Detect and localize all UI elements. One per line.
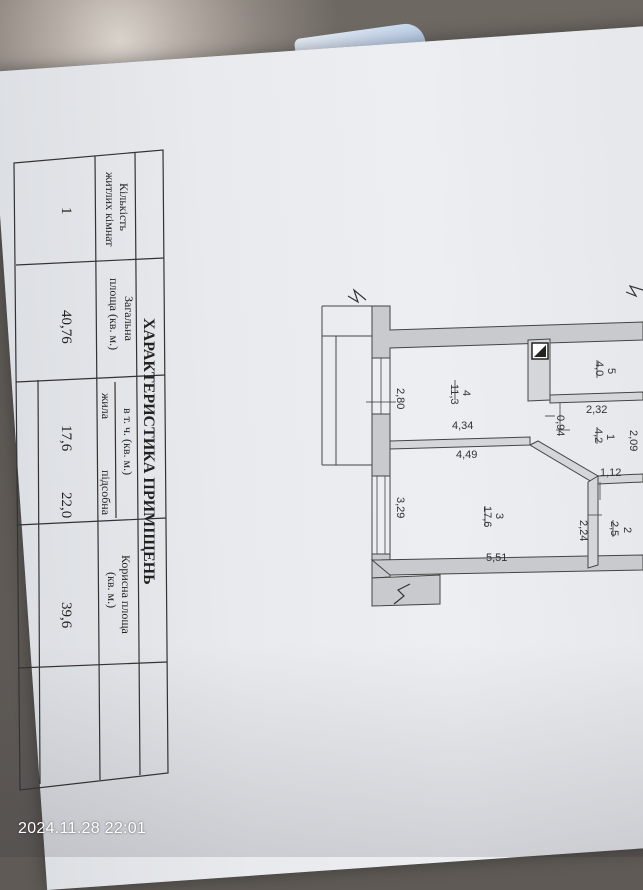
value-useful: 39,6 [58,602,74,629]
characteristics-table: ХАРАКТЕРИСТИКА ПРИМІЩЕНЬ Кількість житли… [13,149,169,791]
header-useful-2: (кв. м.) [105,572,119,608]
table-bottom-gap [37,379,41,785]
header-useful-1: Корисна площа [119,555,133,635]
photo-timestamp: 2024.11.28 22:01 [18,820,147,837]
dim-1-12: 1,12 [600,467,621,479]
header-rooms-1: Кількість [117,183,131,232]
header-living: жила [99,392,113,420]
table-rowline-4 [17,661,168,669]
table-rowline-1 [15,257,165,266]
room-3-area: 17,6 [481,506,493,527]
dim-4-49: 4,49 [456,449,477,461]
table-border [13,149,169,791]
document-content: ХАРАКТЕРИСТИКА ПРИМІЩЕНЬ Кількість житли… [13,149,643,791]
room-5-number: 5 [605,368,617,374]
dim-2-24: 2,24 [577,520,589,541]
dim-2-09: 2,09 [627,430,639,451]
floor-plan: 4 11,3 5 4,0 1 4,2 3 17,6 2 2,5 2,80 4,3… [321,284,643,607]
dim-3-29: 3,29 [394,497,406,518]
table-rowline-2 [15,374,166,383]
table-incl-line [114,381,117,519]
header-rooms-2: житлих кімнат [103,171,117,247]
room-1-number: 1 [604,434,616,440]
table-title-line [134,152,141,776]
room-4-number: 4 [460,390,472,396]
value-total: 40,76 [58,310,74,344]
header-total-1: Загальна [122,296,136,342]
room-2-number: 2 [621,527,633,533]
table-rowline-3 [16,517,167,526]
value-rooms: 1 [58,207,74,215]
header-aux: підсобна [99,470,113,516]
dim-4-34: 4,34 [452,420,473,432]
table-title: ХАРАКТЕРИСТИКА ПРИМІЩЕНЬ [140,318,157,585]
value-living: 17,6 [58,425,74,452]
header-incl: в т. ч. (кв. м.) [121,408,135,475]
room-5-area: 4,0 [593,361,605,376]
room-1-area: 4,2 [592,428,604,443]
table-header-line [94,155,101,781]
value-aux: 22,0 [58,492,74,518]
room-3-number: 3 [493,513,505,519]
dim-2-80: 2,80 [394,388,406,409]
room-2-area: 2,5 [608,521,620,536]
dim-5-51: 5,51 [486,552,507,564]
room-4-area: 11,3 [448,384,460,405]
dim-2-32: 2,32 [586,404,607,416]
dim-0-94: 0,94 [554,415,566,436]
header-total-2: площа (кв. м.) [107,278,121,350]
